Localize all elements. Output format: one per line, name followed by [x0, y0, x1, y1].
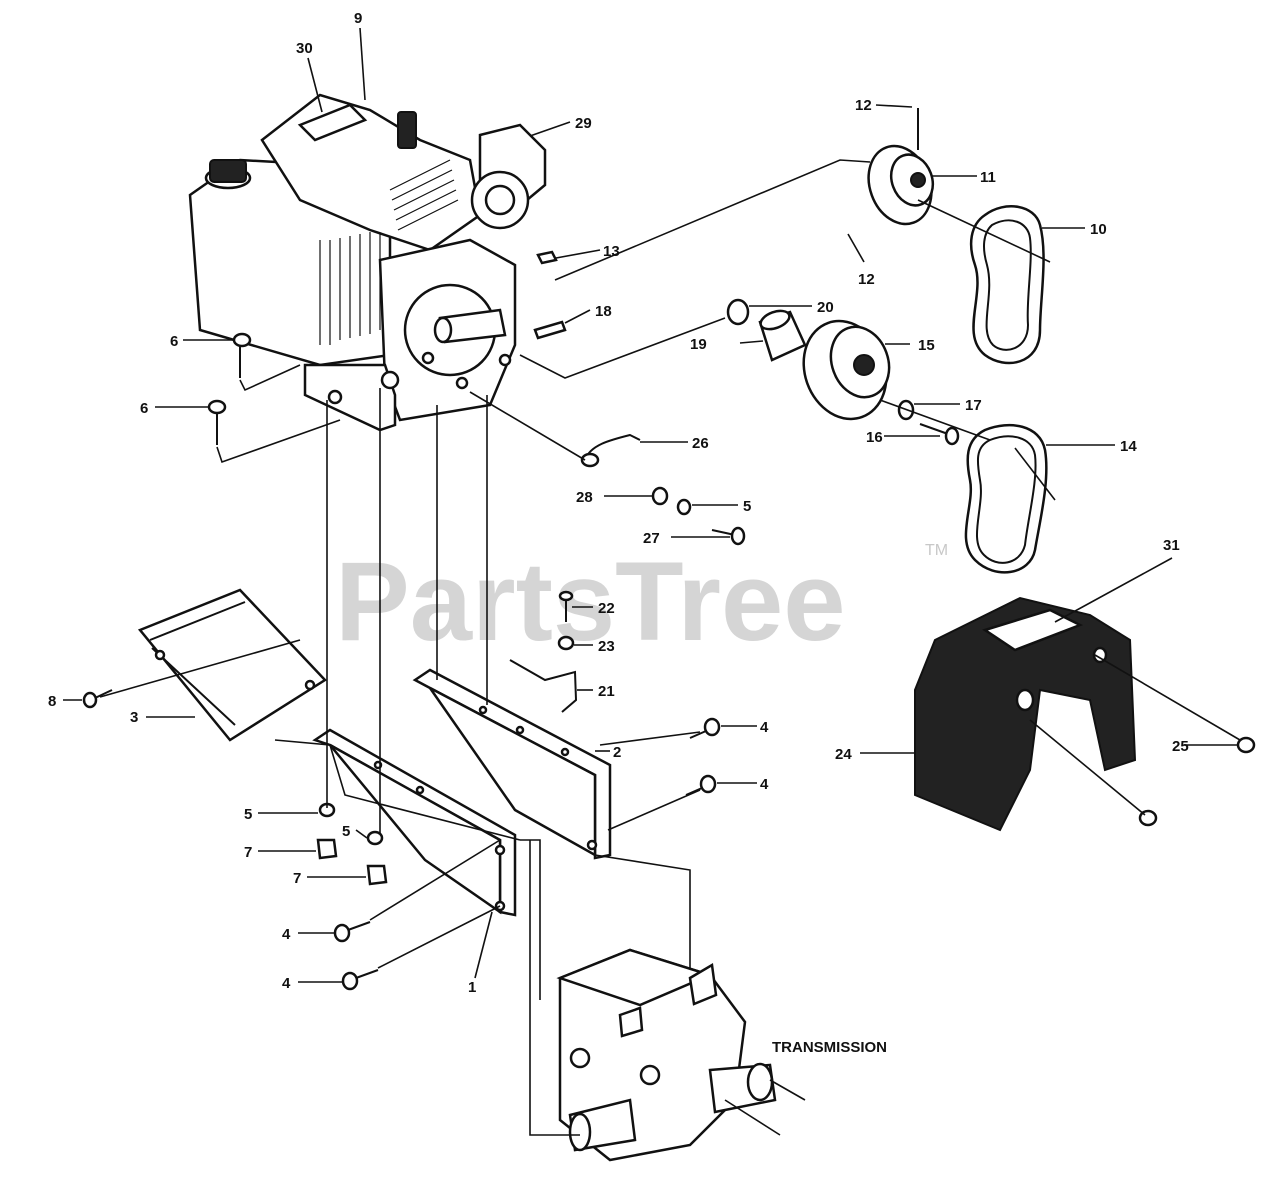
callout-23: 23 — [598, 638, 615, 655]
upper-belt — [969, 205, 1045, 365]
callout-5-middle: 5 — [342, 823, 350, 840]
callout-28: 28 — [576, 489, 593, 506]
shield-3 — [137, 588, 327, 742]
bolt-22 — [558, 590, 574, 622]
bolt-16 — [919, 423, 960, 446]
callout-3: 3 — [130, 709, 138, 726]
callout-16: 16 — [866, 429, 883, 446]
nut-23 — [557, 635, 575, 651]
callout-8: 8 — [48, 693, 56, 710]
bolt-4-d — [341, 969, 379, 991]
callout-5-left: 5 — [244, 806, 252, 823]
callout-6-lower: 6 — [140, 400, 148, 417]
callout-10: 10 — [1090, 221, 1107, 238]
callout-19: 19 — [690, 336, 707, 353]
callout-30: 30 — [296, 40, 313, 57]
callout-4-right-lower: 4 — [760, 776, 769, 793]
callout-15: 15 — [918, 337, 935, 354]
callout-1: 1 — [468, 979, 476, 996]
callout-11: 11 — [980, 169, 996, 186]
key-13 — [536, 250, 558, 265]
callout-2: 2 — [613, 744, 621, 761]
bolt-4-b — [685, 774, 717, 796]
lower-belt — [964, 423, 1048, 574]
watermark-trademark: TM — [925, 542, 948, 559]
lockwasher-5-top — [676, 498, 692, 516]
upper-pulley — [867, 108, 935, 226]
belt-guard-24 — [914, 596, 1137, 832]
bolt-27 — [711, 526, 746, 546]
washer-20 — [726, 298, 750, 326]
watermark-text: PartsTree — [335, 539, 846, 664]
bolt-8 — [82, 689, 113, 709]
callout-7-upper: 7 — [244, 844, 252, 861]
transmission-label: TRANSMISSION — [772, 1039, 887, 1056]
callout-7-lower: 7 — [293, 870, 301, 887]
callout-31: 31 — [1163, 537, 1180, 554]
nut-7-right — [366, 864, 388, 886]
bracket-1 — [312, 728, 517, 917]
spacer — [758, 309, 807, 362]
callout-21: 21 — [598, 683, 615, 700]
callout-4-right-upper: 4 — [760, 719, 769, 736]
bolt-6-lower — [207, 399, 227, 445]
callout-12-top: 12 — [855, 97, 872, 114]
lockwasher-5-right — [366, 830, 384, 846]
callout-13: 13 — [603, 243, 620, 260]
washer-28 — [651, 486, 669, 506]
bolt-4-a — [689, 717, 721, 739]
transmission — [556, 948, 777, 1162]
bolt-6-upper — [232, 332, 252, 378]
callout-18: 18 — [595, 303, 612, 320]
callout-24: 24 — [835, 746, 852, 763]
rod-21 — [509, 659, 578, 713]
callout-12-bottom: 12 — [858, 271, 875, 288]
callout-9: 9 — [354, 10, 362, 27]
key-18 — [533, 320, 567, 340]
callout-27: 27 — [643, 530, 660, 547]
leader-lines — [63, 27, 1241, 1136]
callout-5-top: 5 — [743, 498, 751, 515]
nut-25-a — [1236, 736, 1256, 754]
callout-17: 17 — [965, 397, 982, 414]
callout-4-left-upper: 4 — [282, 926, 291, 943]
callout-20: 20 — [817, 299, 834, 316]
bolt-4-c — [333, 921, 371, 943]
callout-26: 26 — [692, 435, 709, 452]
lower-pulley — [802, 319, 891, 421]
nut-7-left — [316, 838, 338, 860]
callout-25: 25 — [1172, 738, 1189, 755]
callout-29: 29 — [575, 115, 592, 132]
callout-22: 22 — [598, 600, 615, 617]
callout-6-upper: 6 — [170, 333, 178, 350]
callout-4-left-lower: 4 — [282, 975, 291, 992]
engine — [188, 93, 547, 432]
callout-14: 14 — [1120, 438, 1137, 455]
